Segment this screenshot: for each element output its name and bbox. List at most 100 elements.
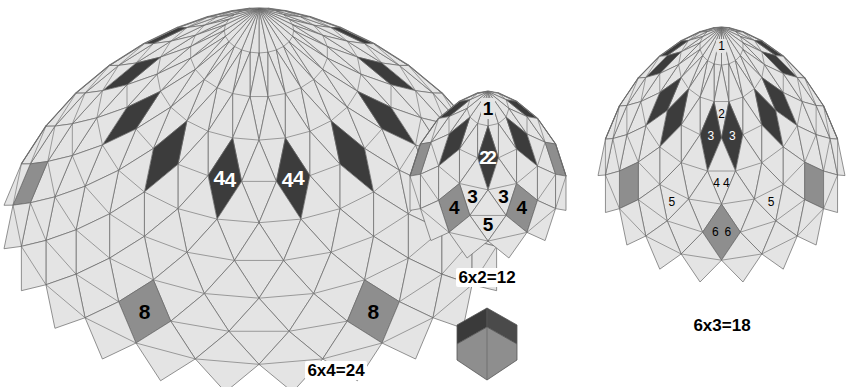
face-diagonal [824,106,838,140]
face-diagonal [347,91,357,107]
face-diagonal [323,58,328,69]
face-diagonal [638,162,659,184]
rhombus-face [208,10,233,17]
face-diagonal [259,138,285,140]
face-diagonal [667,221,702,232]
rhombus-face [598,139,613,176]
face-diagonal [742,43,743,50]
face-diagonal [242,181,277,182]
face-diagonal [700,28,714,32]
rhombus-face [681,232,721,282]
face-diagonal [556,144,566,177]
rhombus-face [743,32,762,42]
face-diagonal [762,147,783,163]
face-diagonal [722,64,729,65]
rhombus-face [410,142,431,176]
rhombus-face [382,302,433,359]
rhombus-face [21,126,55,164]
cube-icon [457,308,517,380]
face-diagonal [449,117,450,134]
callout-number: 4 [449,198,460,217]
rhombus-face [250,8,259,10]
face-diagonal [439,101,460,118]
face-diagonal [242,50,250,52]
face-diagonal [331,107,347,121]
face-diagonal [110,214,145,236]
rhombus-face [646,221,681,269]
face-diagonal [537,118,555,144]
rhombus-face [4,164,30,205]
face-diagonal [229,42,235,47]
face-diagonal [119,44,145,66]
rhombus-face [478,91,488,93]
face-diagonal [301,79,314,87]
rhombus-face [85,302,136,359]
face-diagonal [537,174,555,200]
rhombus-face [816,105,837,139]
face-diagonal [157,74,160,91]
rhombus-face [681,32,700,42]
callout-number: 4 [282,169,294,190]
face-diagonal [431,118,439,142]
face-diagonal [178,164,208,175]
face-diagonal [498,149,516,158]
rhombus-face [46,93,85,126]
face-diagonal [408,65,442,93]
face-diagonal [689,199,722,204]
callout-number: 5 [768,196,775,208]
callout-number: 3 [707,130,714,142]
face-diagonal [467,108,470,117]
face-diagonal [488,232,527,241]
rhombus-face [459,93,477,102]
rhombus-face [410,144,420,177]
face-diagonal [722,199,755,204]
face-diagonal [259,294,314,299]
face-diagonal [259,52,268,54]
rhombus-face [410,174,420,210]
callout-number: 4 [225,169,237,190]
face-diagonal [410,144,420,177]
callout-number: 1 [716,39,727,53]
face-diagonal [708,171,736,172]
face-diagonal [824,139,831,172]
face-diagonal [627,135,638,162]
face-diagonal [729,61,736,64]
face-diagonal [420,209,449,233]
rhombus-face [783,56,804,78]
face-diagonal [700,43,701,50]
rhombus-face [488,215,527,258]
face-diagonal [459,93,477,102]
face-diagonal [293,30,294,36]
face-diagonal [478,124,488,126]
face-diagonal [754,77,761,88]
rhombus-face [797,200,823,245]
face-diagonal [289,321,347,331]
face-diagonal [285,88,301,94]
face-diagonal [681,254,721,260]
face-diagonal [229,331,289,332]
face-diagonal [204,294,259,299]
face-diagonal [638,200,667,221]
face-diagonal [310,164,340,175]
rhombus-face [619,200,645,245]
face-diagonal [85,318,136,343]
face-diagonal [46,240,76,274]
face-diagonal [13,164,21,205]
face-diagonal [420,118,438,144]
face-diagonal [714,101,729,102]
face-diagonal [234,46,241,50]
face-diagonal [416,118,422,145]
face-diagonal [76,65,110,93]
rhombus-face [76,65,110,93]
callout-number: 1 [481,98,496,119]
face-diagonal [171,321,229,331]
face-diagonal [365,129,382,148]
face-diagonal [21,126,46,164]
rhombus-face [208,11,242,17]
face-diagonal [605,106,619,140]
face-diagonal [736,56,741,61]
face-diagonal [797,209,823,236]
face-diagonal [783,126,797,147]
face-diagonal [301,209,340,219]
face-diagonal [259,219,301,223]
